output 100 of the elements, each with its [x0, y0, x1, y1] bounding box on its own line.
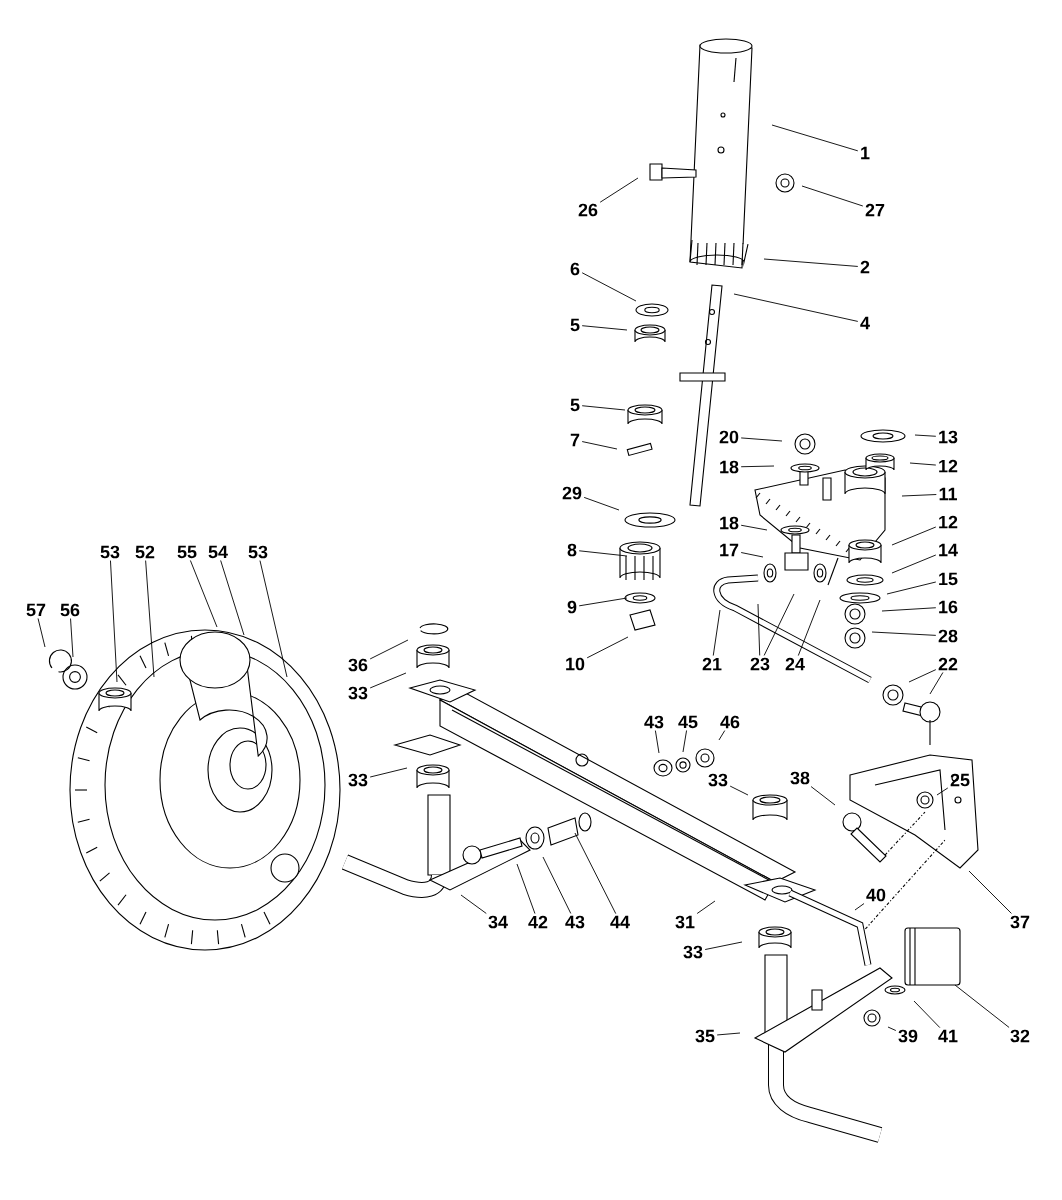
callout-number: 5: [570, 318, 580, 332]
leader-line: [37, 618, 46, 648]
leader-line: [189, 560, 218, 628]
leader-line: [259, 560, 288, 678]
callout-number: 2: [860, 260, 870, 274]
leader-line: [871, 631, 937, 636]
callout-number: 34: [488, 915, 508, 929]
leader-line: [886, 581, 937, 595]
leader-line: [887, 1026, 897, 1031]
leader-line: [936, 787, 949, 796]
leader-line: [583, 496, 620, 511]
leader-line: [581, 441, 618, 450]
leader-line: [954, 984, 1010, 1028]
leader-line: [578, 550, 628, 557]
callout-number: 9: [567, 600, 577, 614]
leader-line: [696, 900, 716, 914]
callout-number: 31: [675, 915, 695, 929]
leader-line: [581, 272, 637, 302]
leader-line: [110, 560, 118, 683]
callout-number: 33: [348, 773, 368, 787]
callout-number: 1: [861, 146, 870, 160]
callout-number: 46: [720, 715, 740, 729]
leader-line: [542, 856, 572, 914]
callout-number: 12: [939, 459, 958, 473]
callout-number: 44: [610, 915, 630, 929]
leader-line: [718, 730, 726, 741]
leader-line: [757, 603, 761, 656]
callout-number: 33: [708, 773, 728, 787]
leader-line: [712, 609, 721, 656]
callout-number: 12: [939, 515, 958, 529]
leader-line: [771, 124, 859, 152]
callout-number: 57: [26, 603, 46, 617]
callout-number: 18: [720, 460, 739, 474]
callout-number: 54: [208, 545, 228, 559]
leader-line: [913, 1000, 941, 1029]
callout-number: 52: [135, 545, 155, 559]
callout-number: 42: [528, 915, 548, 929]
callout-number: 55: [177, 545, 197, 559]
leader-line: [909, 462, 937, 466]
leader-line: [733, 293, 859, 322]
leader-line: [763, 258, 859, 267]
callout-number: 15: [939, 572, 958, 586]
leader-line: [740, 552, 764, 558]
callout-number: 22: [938, 657, 958, 671]
callout-number: 14: [939, 543, 958, 557]
callout-number: 32: [1010, 1029, 1030, 1043]
leader-line: [70, 618, 74, 658]
callout-number: 39: [898, 1029, 918, 1043]
leader-line: [810, 786, 836, 806]
leader-line: [763, 593, 795, 656]
leader-line: [516, 863, 536, 914]
leader-line: [369, 639, 409, 660]
callout-number: 41: [938, 1029, 958, 1043]
callout-number: 7: [570, 433, 580, 447]
callout-number: 21: [702, 657, 722, 671]
callout-number: 35: [695, 1029, 715, 1043]
callout-number: 33: [348, 686, 368, 700]
leader-line: [854, 903, 865, 911]
callout-number: 8: [567, 543, 577, 557]
callout-number: 53: [248, 545, 268, 559]
leader-line: [220, 560, 245, 636]
leader-line: [729, 785, 749, 796]
leader-line: [654, 730, 660, 754]
callout-number: 20: [719, 430, 739, 444]
callout-number: 16: [939, 600, 958, 614]
callout-number: 36: [348, 658, 368, 672]
leader-line: [801, 185, 864, 207]
callout-number: 6: [570, 262, 580, 276]
callout-number: 23: [750, 657, 770, 671]
callout-number: 28: [938, 629, 958, 643]
leader-line: [901, 494, 937, 497]
callout-number: 24: [785, 657, 805, 671]
callout-number: 13: [939, 430, 958, 444]
leader-line: [716, 1032, 741, 1036]
callout-number: 10: [566, 657, 585, 671]
leader-line: [929, 672, 944, 695]
callout-number: 25: [950, 773, 970, 787]
leader-line: [881, 607, 937, 612]
callout-number: 37: [1010, 915, 1030, 929]
callout-number: 45: [678, 715, 698, 729]
callout-number: 43: [565, 915, 585, 929]
callout-number: 18: [720, 516, 739, 530]
leader-line: [574, 832, 617, 915]
callout-number: 38: [790, 771, 810, 785]
leader-line: [914, 434, 937, 437]
callout-number: 56: [60, 603, 80, 617]
leader-line: [578, 597, 628, 607]
callout-number: 53: [100, 545, 120, 559]
callout-number: 29: [562, 486, 582, 500]
leader-line: [599, 177, 639, 203]
callout-number: 40: [866, 888, 886, 902]
leader-line: [740, 465, 775, 468]
leader-line: [891, 526, 937, 546]
callout-number: 5: [570, 398, 580, 412]
callout-number: 33: [683, 945, 703, 959]
callout-number: 27: [865, 203, 885, 217]
callout-number: 26: [578, 203, 598, 217]
leader-line: [740, 524, 768, 531]
callout-number: 43: [644, 715, 664, 729]
leader-line: [891, 554, 937, 574]
